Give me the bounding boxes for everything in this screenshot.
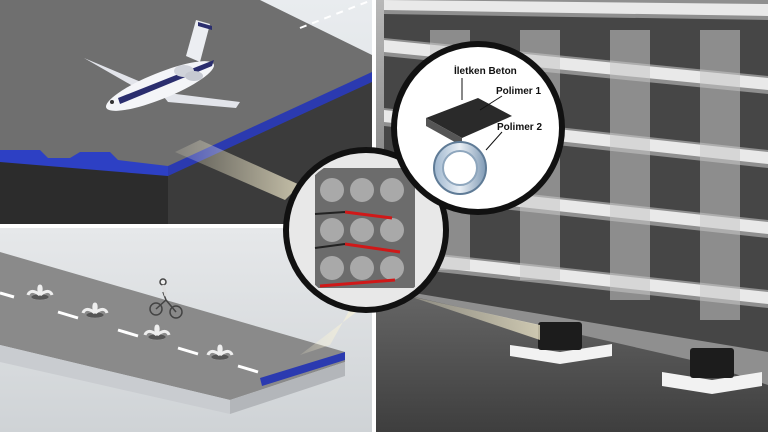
palm-plant-icon [26, 284, 234, 361]
label-conductive-concrete: İletken Beton [454, 64, 517, 77]
airplane-icon [84, 20, 240, 111]
label-polymer-1: Polimer 1 [496, 86, 541, 97]
isolator-detail-callout: İletken Beton Polimer 1 Polimer 2 [391, 41, 565, 215]
cyclist-icon [149, 278, 183, 319]
label-polymer-2: Polimer 2 [497, 122, 542, 133]
bike-path-panel [0, 228, 372, 432]
concrete-sample-callout [283, 147, 449, 313]
seismic-isolator [510, 322, 762, 394]
